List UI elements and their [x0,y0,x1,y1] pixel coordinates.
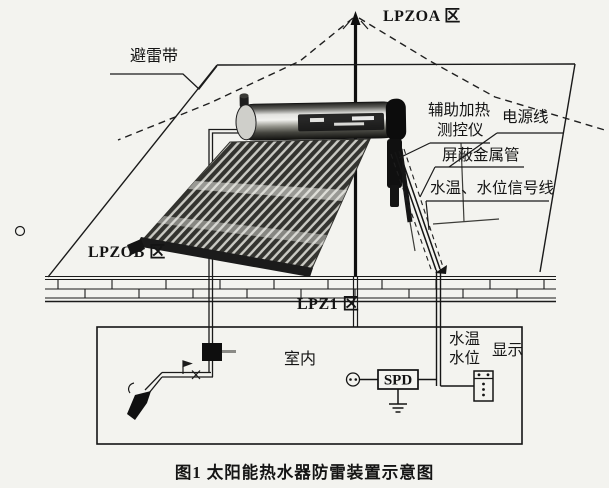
storage-tank [235,93,407,141]
spd-circuit: SPD [345,369,437,413]
shielded-pipe-label: 屏蔽金属管 [442,147,520,164]
aux-heating-label-line1: 辅助加热 [428,102,491,119]
indoor-label: 室内 [284,351,317,368]
lightning-belt-leader [110,65,218,90]
label-leaders [398,132,563,231]
protection-zone-boundary [117,17,609,141]
stand-foot [127,239,145,255]
lightning-belt-label: 避雷带 [130,48,179,65]
aux-heating-label-line2: 测控仪 [437,122,484,139]
zone-label-lpz0b: LPZOB 区 [88,244,166,261]
power-line-label: 电源线 [502,109,549,126]
faucet-fittings [182,360,201,380]
heater-stand [409,142,500,252]
water-level-label: 水位 [449,350,481,367]
shielded-metal-pipe [390,148,447,274]
tube-crossbar-lower [157,216,327,245]
display-unit-icon [473,370,494,402]
water-pipe [144,128,240,394]
roof-outline [47,63,576,278]
tube-manifold [136,237,313,277]
display-label: 显示 [492,342,524,359]
parapet-wall [45,275,556,303]
signal-line-label: 水温、水位信号线 [430,180,555,197]
tube-crossbar-upper [188,181,347,201]
zone-label-lpz0a: LPZOA 区 [383,8,461,25]
aux-controller-lower [390,185,399,207]
shower-head-icon [127,382,151,420]
spd-label: SPD [384,373,413,389]
ground-symbol [389,389,407,413]
figure-caption: 图1 太阳能热水器防雷装置示意图 [174,463,435,482]
scan-artifact-circle [14,225,26,237]
signal-pipe-vertical [435,269,474,387]
water-temp-label: 水温 [449,331,481,348]
pipe-valve-box [202,343,222,361]
indoor-room-box [96,326,523,445]
solar-water-heater [127,93,500,277]
zone-label-lpz1: LPZ1 区 [297,296,360,313]
